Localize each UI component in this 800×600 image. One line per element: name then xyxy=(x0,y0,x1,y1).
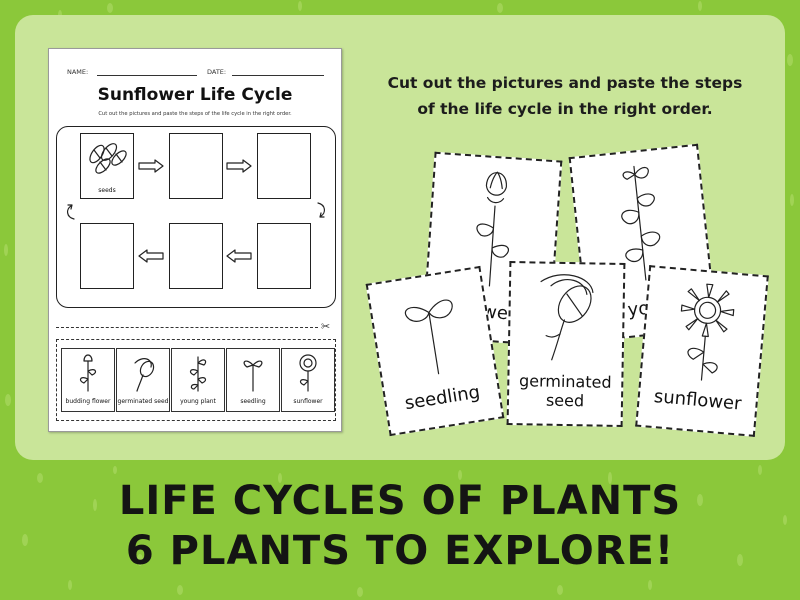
headline-line-1: LIFE CYCLES OF PLANTS xyxy=(118,478,682,524)
card-germinated-seed: germinated seed xyxy=(506,261,626,427)
worksheet-title: Sunflower Life Cycle xyxy=(97,85,293,105)
instructions-line-2: of the life cycle in the right order. xyxy=(417,100,713,118)
cycle-box-6 xyxy=(80,223,134,289)
card-young-plant: youn xyxy=(568,143,718,343)
scissors-icon: ✂ xyxy=(321,320,331,333)
card-flower: flower xyxy=(421,151,563,347)
germinated-seed-icon xyxy=(134,358,155,392)
cut-line xyxy=(56,327,318,328)
cutout-strip: budding flower germinated seed young pla… xyxy=(56,339,336,421)
seeds-icon xyxy=(89,143,127,174)
young-plant-icon xyxy=(189,356,207,392)
card-label-line-1: germinated xyxy=(518,371,612,392)
seedling-icon xyxy=(243,360,263,392)
card-label: sunflower xyxy=(653,386,743,415)
arrow-right-icon xyxy=(226,159,252,173)
cutout-card: seedling xyxy=(226,348,280,412)
cycle-box-seeds: seeds xyxy=(80,133,134,199)
curved-arrow-up-icon xyxy=(67,204,75,220)
life-cycle-frame: seeds xyxy=(56,126,336,308)
cycle-box-3 xyxy=(257,133,311,199)
cutout-label: budding flower xyxy=(65,398,111,405)
cycle-box-2 xyxy=(169,133,223,199)
worksheet-instructions: Cut out the pictures and paste the steps… xyxy=(98,111,292,117)
instructions-text: Cut out the pictures and paste the steps… xyxy=(355,70,775,122)
worksheet-preview: NAME: DATE: Sunflower Life Cycle Cut out… xyxy=(48,48,342,432)
sunflower-icon xyxy=(680,283,735,381)
budding-flower-icon xyxy=(79,354,97,392)
card-seedling: seedling xyxy=(365,265,505,437)
instructions-line-1: Cut out the pictures and paste the steps xyxy=(387,74,743,92)
name-line xyxy=(97,75,197,76)
name-label: NAME: xyxy=(67,68,89,76)
cutout-label: sunflower xyxy=(293,398,323,405)
cutout-label: seedling xyxy=(240,398,266,405)
cutout-card: young plant xyxy=(171,348,225,412)
card-label-line-2: seed xyxy=(545,390,585,411)
cycle-box-4 xyxy=(257,223,311,289)
seedling-icon xyxy=(404,299,453,375)
young-plant-icon xyxy=(621,165,661,281)
cycle-box-5 xyxy=(169,223,223,289)
curved-arrow-down-icon xyxy=(317,202,325,218)
arrow-right-icon xyxy=(138,159,164,173)
germinated-seed-icon xyxy=(540,274,594,361)
budding-flower-icon xyxy=(476,171,509,287)
card-sunflower: sunflower xyxy=(635,265,769,437)
cutout-card: sunflower xyxy=(281,348,335,412)
date-label: DATE: xyxy=(207,68,227,76)
cutout-card: germinated seed xyxy=(116,348,170,412)
card-label: seedling xyxy=(403,381,482,415)
headline-line-2: 6 PLANTS TO EXPLORE! xyxy=(125,528,675,574)
sunflower-icon xyxy=(299,354,317,392)
cutout-label: young plant xyxy=(180,398,216,405)
date-line xyxy=(232,75,324,76)
card-label: germinated seed xyxy=(509,371,622,411)
cutout-card: budding flower xyxy=(61,348,115,412)
seeds-label: seeds xyxy=(98,187,116,194)
arrow-left-icon xyxy=(226,249,252,263)
cutout-label: germinated seed xyxy=(117,398,169,405)
arrow-left-icon xyxy=(138,249,164,263)
